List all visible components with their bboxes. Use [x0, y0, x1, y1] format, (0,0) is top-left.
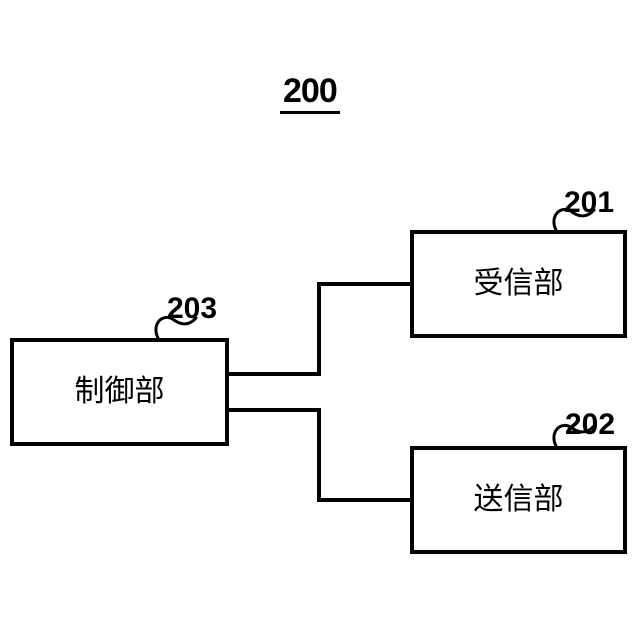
ref-label-201: 201	[564, 186, 615, 219]
figure-number-title: 200	[280, 74, 340, 114]
box-receiver-unit: 受信部	[410, 230, 627, 338]
connector-control-to-receiver	[229, 282, 410, 376]
ref-label-202: 202	[565, 408, 616, 441]
box-control-unit: 制御部	[10, 338, 229, 446]
box-receiver-unit-label: 受信部	[473, 267, 564, 300]
box-transmitter-unit: 送信部	[410, 446, 627, 554]
box-transmitter-unit-label: 送信部	[473, 483, 564, 516]
leader-squiggle-203	[154, 315, 198, 340]
box-control-unit-label: 制御部	[74, 375, 165, 408]
ref-label-203: 203	[167, 292, 218, 325]
connector-control-to-transmitter	[229, 408, 410, 502]
leader-squiggle-201	[552, 207, 596, 232]
leader-squiggle-202	[552, 423, 596, 448]
